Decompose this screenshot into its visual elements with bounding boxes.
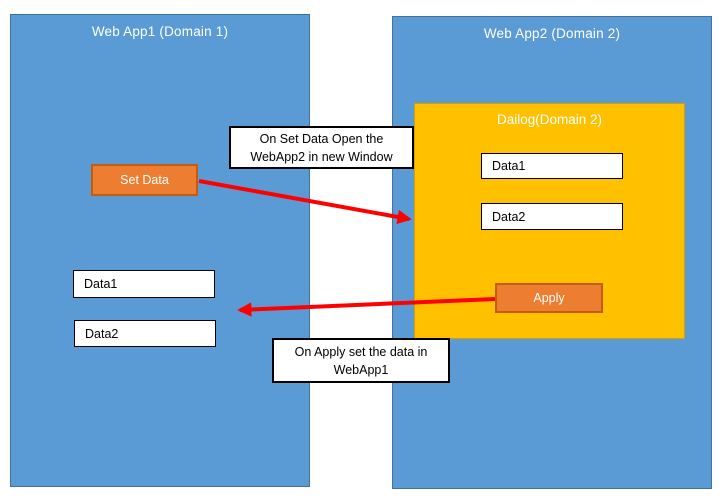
web-app2-title: Web App2 (Domain 2) (483, 26, 621, 41)
dialog-title: Dailog(Domain 2) (496, 112, 603, 127)
apply-note-line2: WebApp1 (333, 362, 389, 377)
apply-button[interactable]: Apply (495, 283, 603, 313)
web-app1-title: Web App1 (Domain 1) (91, 24, 229, 39)
app1-data2-field[interactable]: Data2 (74, 320, 216, 347)
web-app1-panel: Web App1 (Domain 1) (10, 14, 310, 487)
dialog-data1-field[interactable]: Data1 (481, 153, 623, 179)
apply-note: On Apply set the data in WebApp1 (272, 338, 450, 383)
set-data-note: On Set Data Open the WebApp2 in new Wind… (229, 126, 414, 169)
set-data-note-line1: On Set Data Open the (259, 131, 384, 146)
set-data-button[interactable]: Set Data (91, 164, 198, 196)
apply-note-line1: On Apply set the data in (294, 344, 428, 359)
app1-data1-field[interactable]: Data1 (73, 270, 215, 298)
set-data-note-line2: WebApp2 in new Window (250, 149, 393, 164)
dialog-data2-field[interactable]: Data2 (481, 203, 623, 230)
